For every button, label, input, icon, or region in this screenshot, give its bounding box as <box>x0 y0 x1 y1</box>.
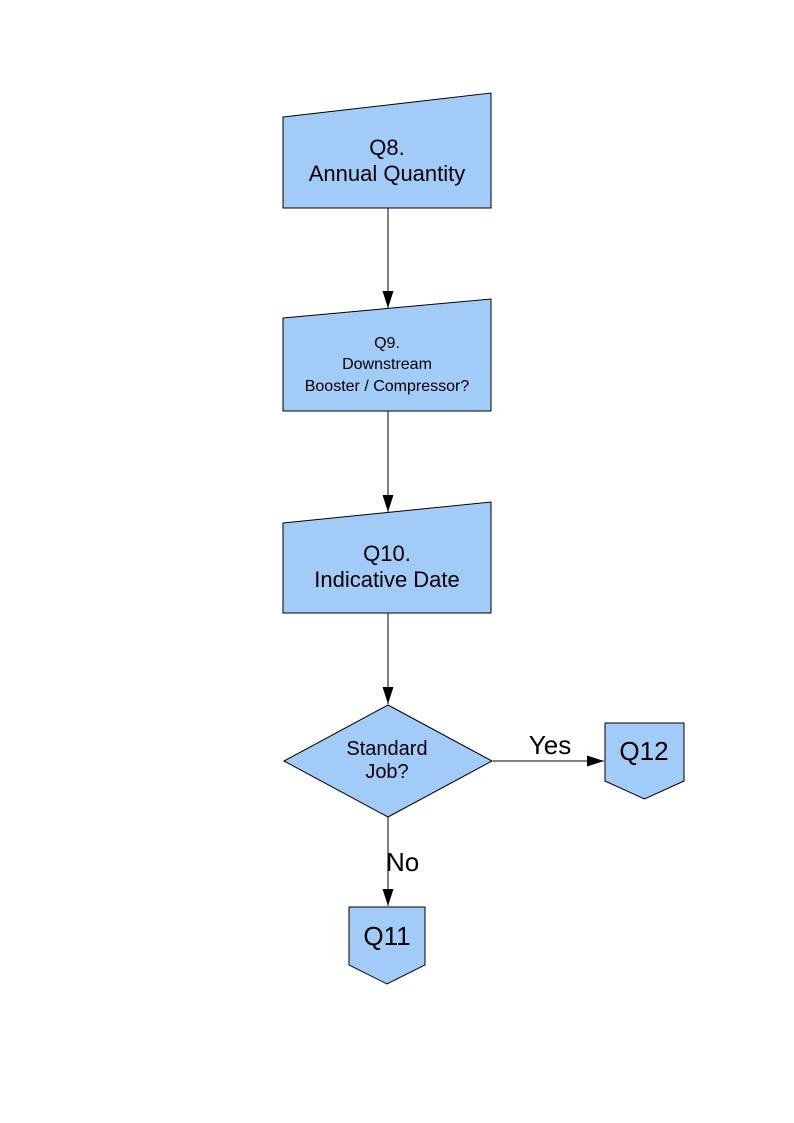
node-q11-label: Q11 <box>363 921 410 951</box>
node-standard-job-decision: Standard Job? <box>282 704 494 818</box>
decision-diamond-shape <box>282 704 494 818</box>
off-page-connector-shape-q12 <box>604 722 685 800</box>
edge-label-no: No <box>386 847 419 877</box>
node-q12: Q12 <box>604 722 685 800</box>
edge-label-yes: Yes <box>529 730 571 760</box>
decision-line1: Standard <box>346 738 427 760</box>
node-q11: Q11 <box>348 906 426 985</box>
node-q8: Q8. Annual Quantity <box>282 92 492 209</box>
node-q9-line3: Booster / Compressor? <box>305 378 470 395</box>
off-page-connector-shape-q11 <box>348 906 426 985</box>
decision-line2: Job? <box>365 761 408 783</box>
node-q8-line1: Q8. <box>369 135 404 160</box>
manual-input-shape-q10 <box>282 501 492 614</box>
node-q10-line2: Indicative Date <box>314 567 460 592</box>
edge-decision-to-q12: Yes <box>493 730 604 767</box>
manual-input-shape-q9 <box>282 298 492 412</box>
node-q10: Q10. Indicative Date <box>282 501 492 614</box>
node-q9: Q9. Downstream Booster / Compressor? <box>282 298 492 412</box>
node-q9-line1: Q9. <box>374 335 400 352</box>
node-q12-label: Q12 <box>619 736 668 766</box>
manual-input-shape-q8 <box>282 92 492 209</box>
edge-decision-to-q11: No <box>382 817 419 906</box>
node-q9-line2: Downstream <box>342 356 432 373</box>
node-q8-line2: Annual Quantity <box>309 161 466 186</box>
node-q10-line1: Q10. <box>363 541 411 566</box>
